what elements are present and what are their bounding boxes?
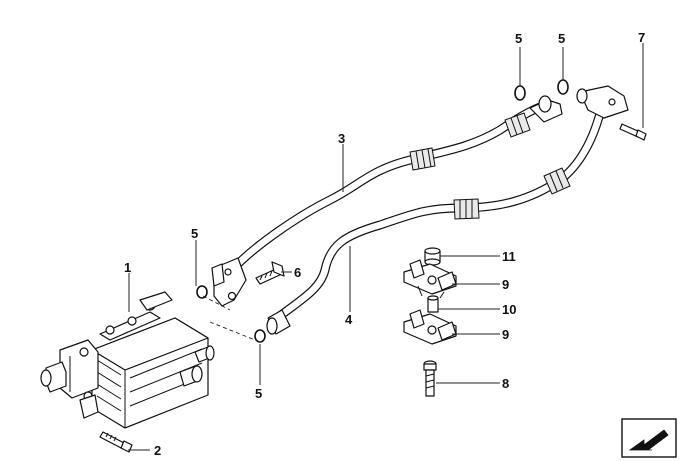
o-ring-mid xyxy=(196,285,208,299)
clamp-part-9-upper xyxy=(403,259,457,299)
o-ring-bottom xyxy=(254,329,266,343)
oil-cooler xyxy=(40,291,215,429)
o-ring-top-right xyxy=(557,79,569,95)
callout-6: 6 xyxy=(294,265,301,280)
callout-5-mid: 5 xyxy=(191,226,198,241)
clamp-part-9-lower xyxy=(403,309,457,345)
callout-5-bottom: 5 xyxy=(255,386,262,401)
bolt-part-2 xyxy=(99,431,133,453)
callout-2: 2 xyxy=(154,443,161,458)
bolt-part-8 xyxy=(423,360,437,397)
oil-line-part-3 xyxy=(211,95,563,307)
callout-8: 8 xyxy=(502,376,509,391)
callout-7: 7 xyxy=(638,30,645,45)
callout-10: 10 xyxy=(502,302,516,317)
callout-11: 11 xyxy=(502,249,516,264)
callout-5-top-right: 5 xyxy=(558,31,565,46)
o-ring-top-left xyxy=(514,85,526,101)
callout-9-upper: 9 xyxy=(502,277,509,292)
spacer-part-10 xyxy=(427,295,439,313)
oil-line-part-4 xyxy=(266,85,629,335)
callout-3: 3 xyxy=(338,131,345,146)
callout-4: 4 xyxy=(345,312,353,327)
leader-lines xyxy=(128,43,644,451)
dash-line-lower xyxy=(209,321,261,343)
bolt-part-6 xyxy=(255,261,285,285)
callout-5-top-left: 5 xyxy=(515,31,522,46)
dash-line-upper xyxy=(202,295,231,311)
return-arrow-icon[interactable] xyxy=(621,418,677,458)
cap-part-11 xyxy=(424,247,441,266)
callout-9-lower: 9 xyxy=(502,327,509,342)
bolt-part-7 xyxy=(619,123,647,141)
callout-1: 1 xyxy=(124,260,131,275)
